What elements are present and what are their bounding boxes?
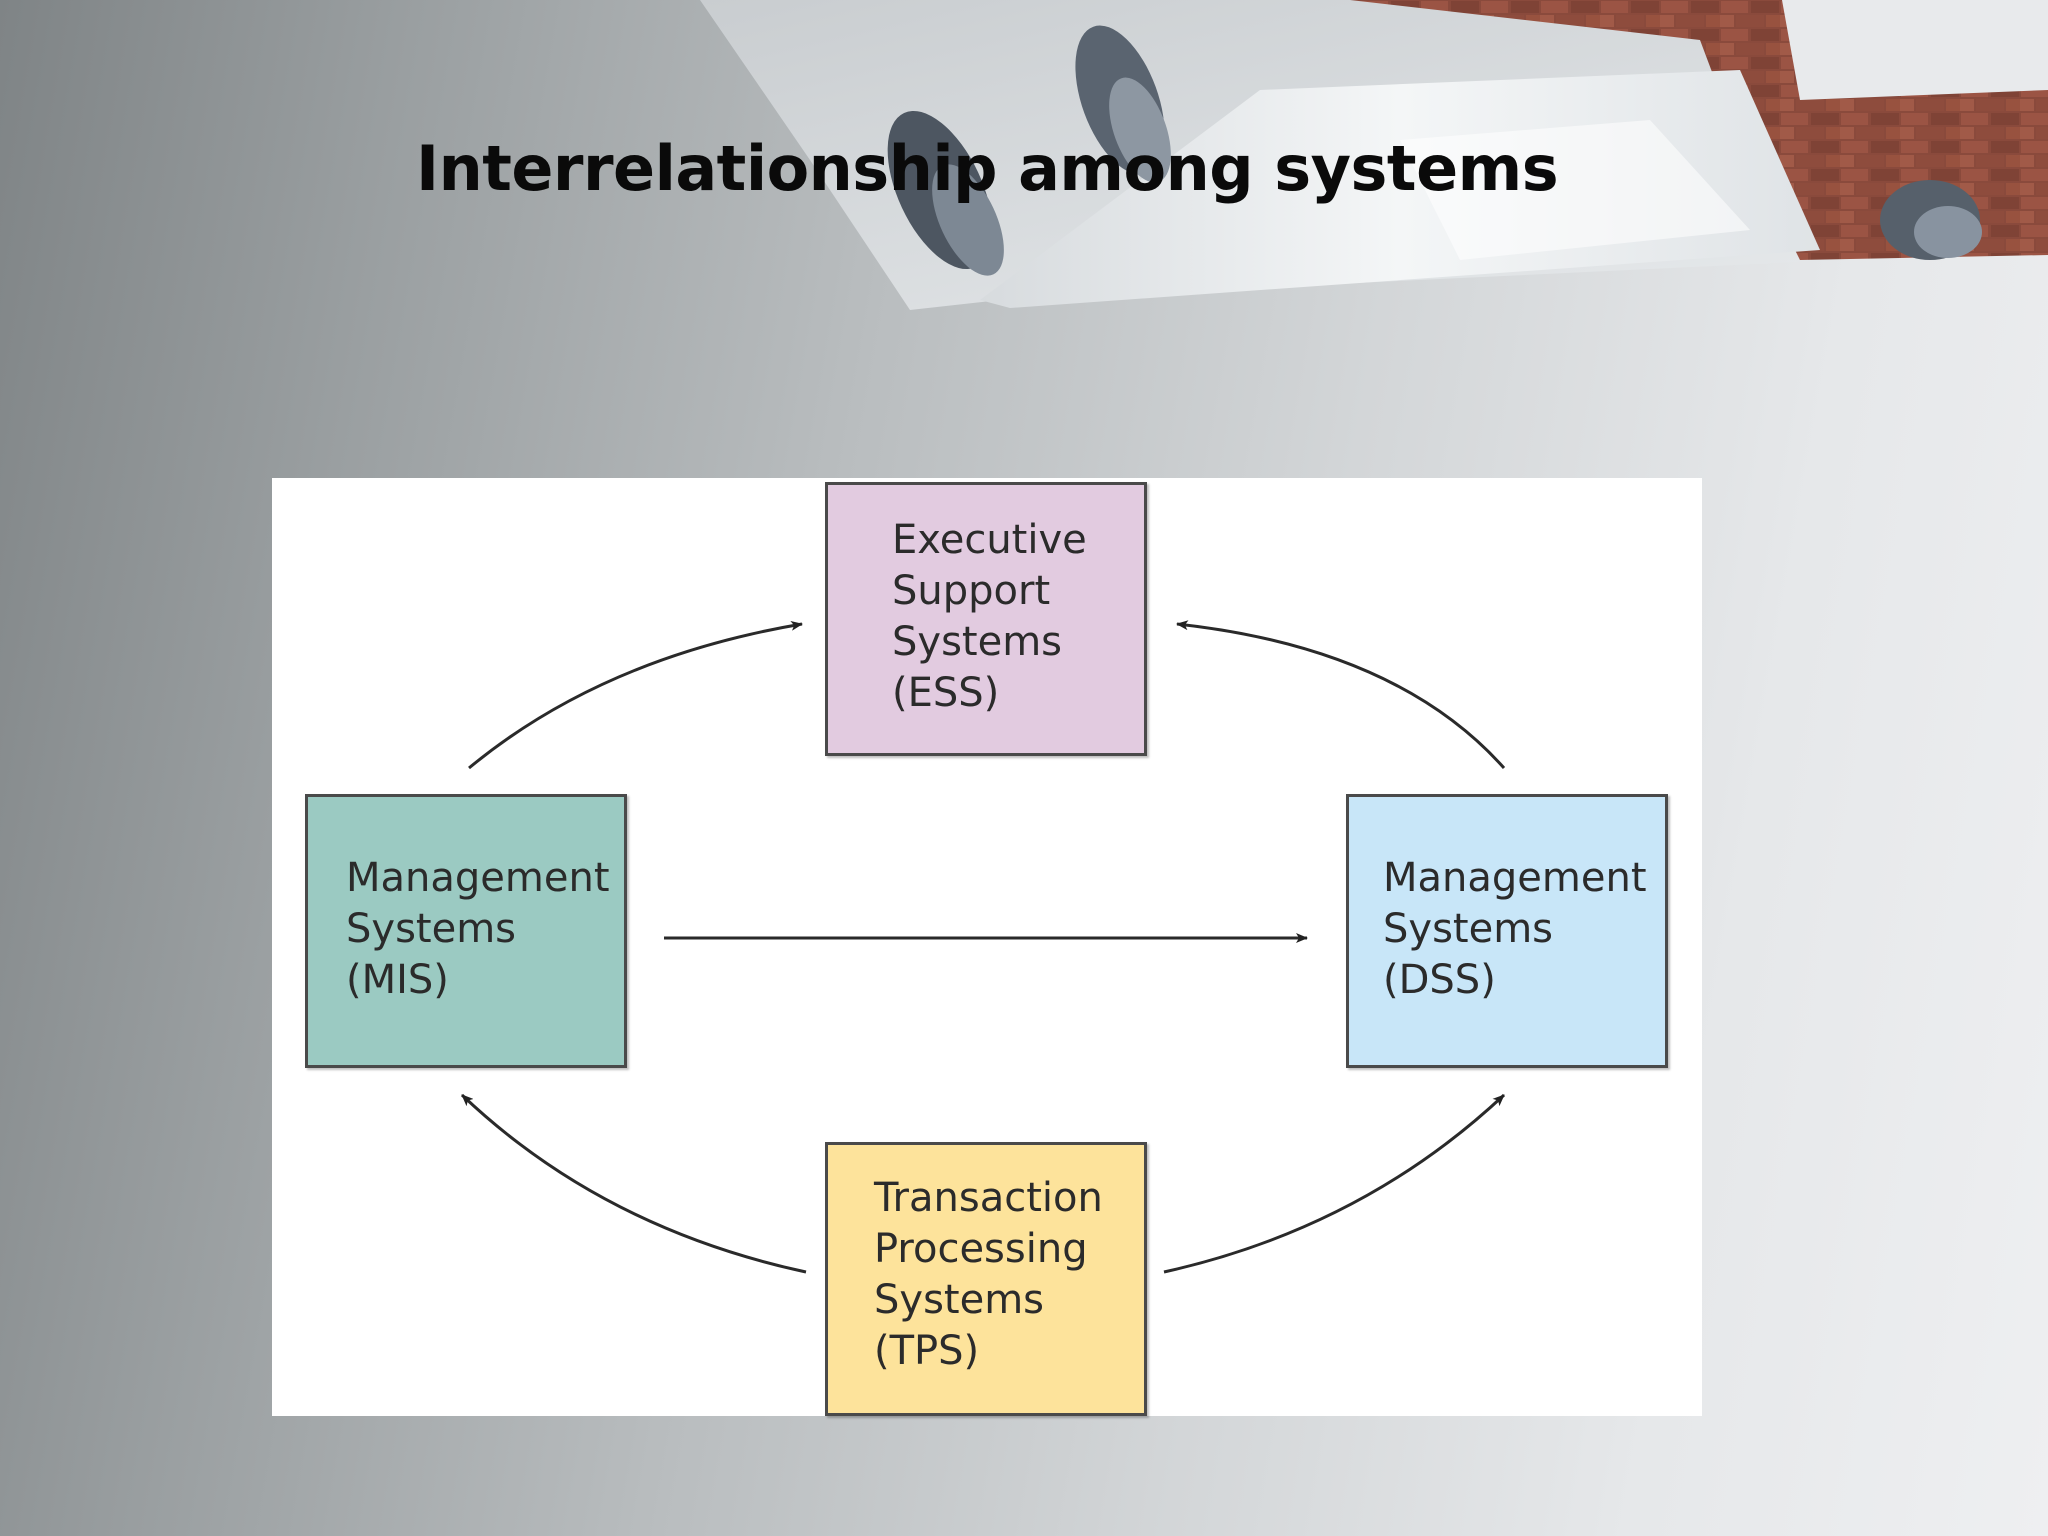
- dss-box: Management Systems (DSS): [1346, 794, 1668, 1068]
- slide-title: Interrelationship among systems: [416, 132, 1559, 205]
- tps-label: Transaction Processing Systems (TPS): [874, 1175, 1103, 1374]
- arrow-mis-to-ess: [468, 620, 803, 770]
- systems-diagram: Executive Support Systems (ESS) Manageme…: [272, 478, 1702, 1416]
- mis-box: Management Systems (MIS): [305, 794, 627, 1068]
- arrow-tps-to-mis: [460, 1093, 807, 1274]
- dss-label: Management Systems (DSS): [1383, 855, 1647, 1003]
- arrow-dss-to-ess: [1176, 620, 1506, 769]
- conference-room-photo: [700, 0, 2048, 310]
- ess-label: Executive Support Systems (ESS): [892, 517, 1087, 716]
- ess-box: Executive Support Systems (ESS): [825, 482, 1147, 756]
- mis-label: Management Systems (MIS): [346, 855, 610, 1003]
- arrows-layer: [460, 620, 1506, 1274]
- arrow-tps-to-dss: [1163, 1093, 1506, 1274]
- tps-box: Transaction Processing Systems (TPS): [825, 1142, 1147, 1416]
